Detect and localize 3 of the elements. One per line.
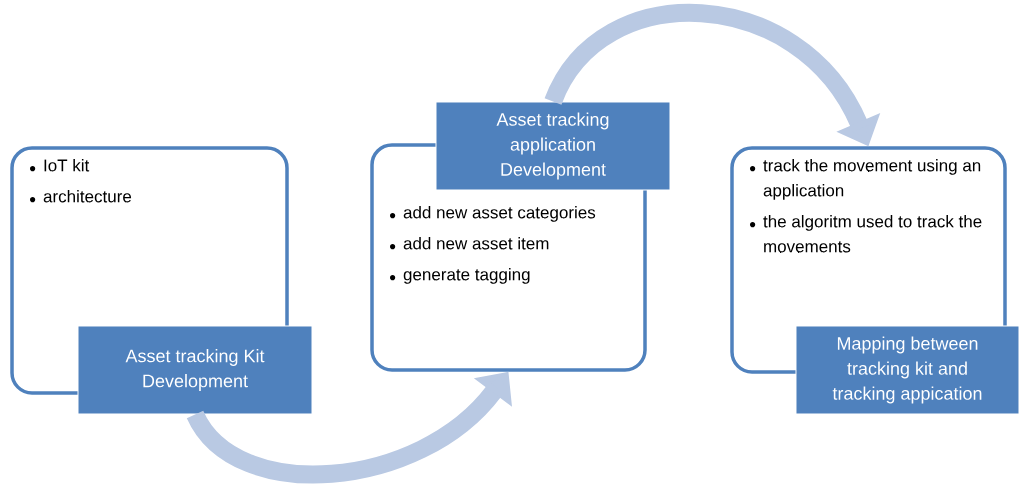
title-box: Mapping between tracking kit and tracking appication bbox=[795, 325, 1020, 415]
title-box: Asset tracking Kit Development bbox=[77, 325, 313, 415]
title-box: Asset tracking application Development bbox=[435, 101, 671, 191]
